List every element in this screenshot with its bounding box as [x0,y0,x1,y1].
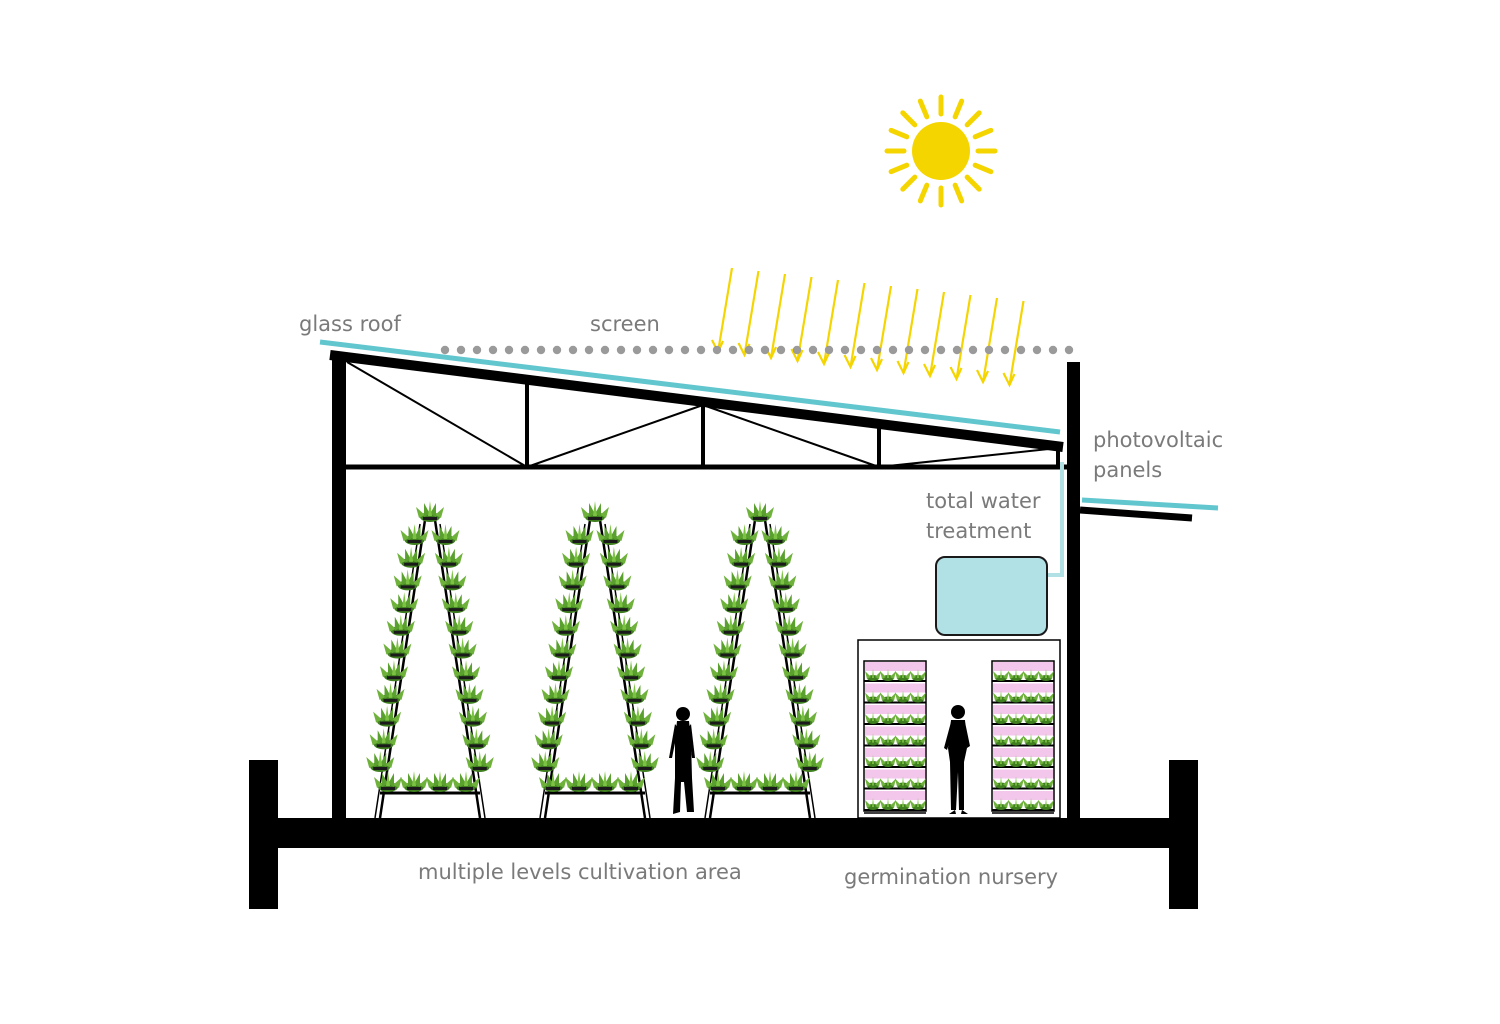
tower [531,501,659,819]
plant-icon [400,771,428,792]
plant-icon [756,771,784,792]
plant-icon [539,771,567,792]
floor-slab [249,760,1198,909]
plant-icon [591,771,619,792]
screen-label: screen [590,312,660,336]
photovoltaic-panel [1079,497,1219,522]
plant-icon [730,771,758,792]
plant-icon [704,771,732,792]
tower [366,501,494,819]
sunlight-arrow-icon [711,267,1025,388]
water-tank-icon [935,556,1048,636]
plant-icon [746,501,774,522]
plant-icon [374,771,402,792]
water-treatment-label-line1: total water [926,489,1041,513]
photovoltaic-label-line2: panels [1093,458,1163,482]
nursery-rack [863,660,927,814]
water-pipe [1048,462,1064,577]
person-silhouette-icon [669,707,695,814]
photovoltaic-label-line1: photovoltaic [1093,428,1224,452]
nursery-rack [991,660,1055,814]
germination-nursery-label: germination nursery [844,865,1059,889]
building-walls [332,355,1080,823]
shade-screen [440,345,1074,355]
cultivation-towers [366,501,824,819]
glass-roof-line [319,339,1061,435]
plant-icon [426,771,454,792]
sun-icon [884,94,998,208]
glass-roof-label: glass roof [299,312,401,336]
roof-truss [329,350,1072,470]
plant-icon [581,501,609,522]
plant-icon [565,771,593,792]
tower [696,501,824,819]
water-treatment-label-line2: treatment [926,519,1032,543]
cultivation-area-label: multiple levels cultivation area [418,860,742,884]
germination-racks [863,660,1055,814]
plant-icon [416,501,444,522]
